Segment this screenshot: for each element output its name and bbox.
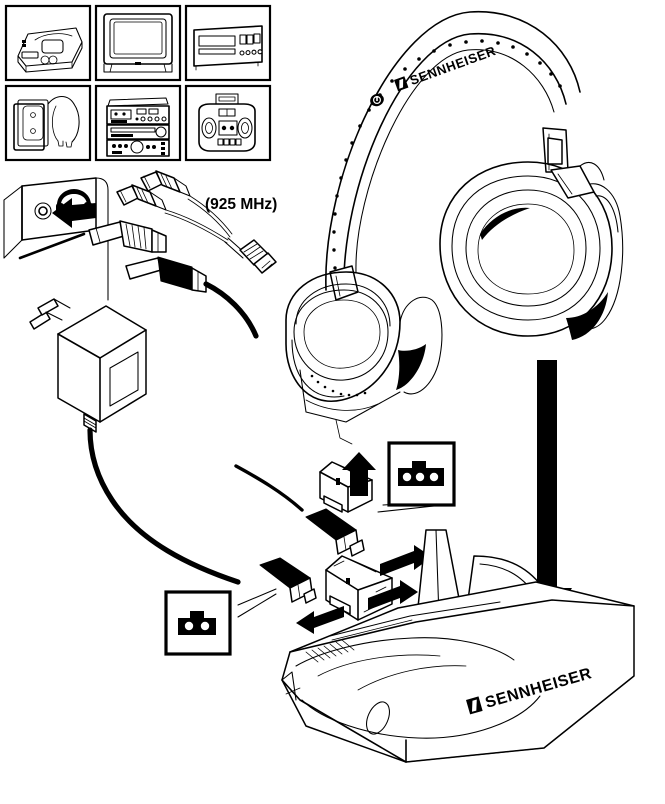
wireless-headphones: SENNHEISER — [285, 11, 624, 445]
connector-2-pin-glyph — [178, 611, 216, 635]
stereo-stack-system-icon — [106, 97, 170, 157]
ac-power-adapter — [29, 298, 241, 585]
device-cell-hifi-component — [184, 4, 272, 82]
television-icon — [103, 13, 173, 73]
connector-2-pin-callout — [164, 588, 277, 656]
battery-insert-arrow — [342, 452, 376, 496]
frequency-label: (925 MHz) — [205, 196, 277, 213]
jack-plug-35mm — [18, 220, 167, 260]
boombox-icon — [198, 93, 256, 152]
connector-3-pin-callout — [377, 441, 456, 513]
dc-power-connector-plug — [259, 557, 317, 604]
base-vent-slots — [305, 639, 355, 663]
device-cell-personal-cassette-player — [4, 84, 92, 162]
charging-base-transmitter: SENNHEISER — [281, 529, 635, 763]
battery-pack-connector-plug — [234, 464, 365, 557]
headband-brand-mark: SENNHEISER — [394, 43, 498, 92]
device-cell-television — [94, 4, 182, 82]
device-cell-portable-cd-player — [4, 4, 92, 82]
connector-3-pin-glyph — [398, 461, 444, 486]
personal-cassette-player-icon — [13, 95, 80, 151]
rechargeable-battery-pack — [319, 452, 376, 513]
module-slide-arrow-right-lower — [368, 580, 418, 610]
hifi-component-icon — [193, 25, 263, 71]
power-button — [370, 93, 384, 107]
right-earcup — [439, 127, 624, 340]
headband-brand-text: SENNHEISER — [408, 43, 498, 88]
portable-cd-player-icon — [17, 27, 83, 73]
headband-perforations — [332, 39, 562, 270]
device-cell-boombox — [184, 84, 272, 162]
module-slide-arrow-left — [296, 606, 344, 634]
module-slide-arrow-right-upper — [380, 545, 432, 576]
transmitter-module — [296, 545, 432, 634]
left-earcup — [285, 265, 443, 445]
earcup-perforations — [310, 374, 367, 397]
headphone-dock-arrow — [522, 360, 572, 626]
source-device-grid — [4, 4, 272, 162]
jack-plug-635mm — [125, 256, 259, 339]
device-cell-stereo-stack-system — [94, 84, 182, 162]
rca-phono-cable — [116, 170, 277, 274]
insert-arrow — [52, 198, 96, 228]
